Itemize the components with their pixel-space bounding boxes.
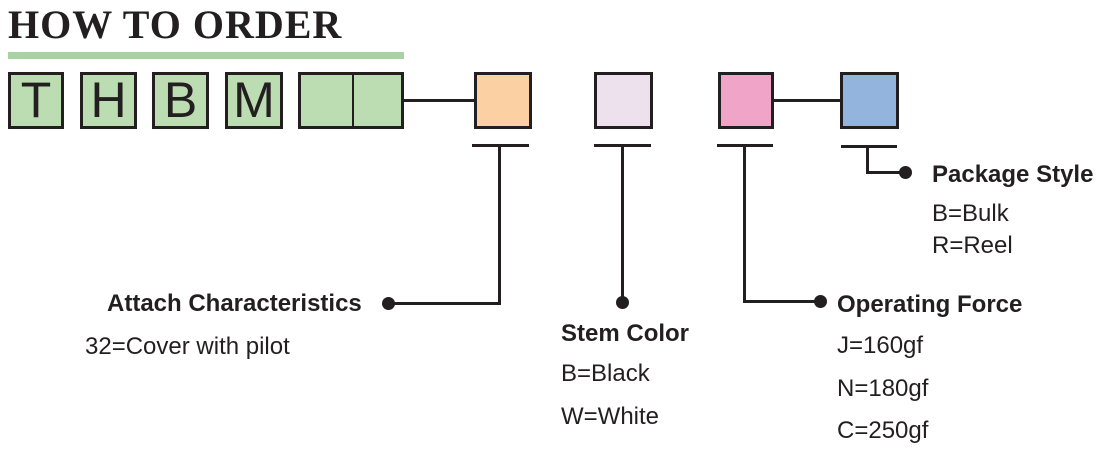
connector-attach-to-orange <box>404 99 474 102</box>
stem-bullet <box>616 296 629 309</box>
code-box-series-4: M <box>225 72 283 129</box>
connector-force-to-package <box>774 99 840 102</box>
code-letter: M <box>233 71 275 128</box>
code-box-series-2: H <box>80 72 137 129</box>
package-elbow-line <box>866 171 904 174</box>
attach-stem-line <box>498 144 501 305</box>
attach-characteristics-option: 32=Cover with pilot <box>85 333 290 360</box>
attach-characteristics-label: Attach Characteristics <box>107 290 362 317</box>
code-letter: H <box>90 71 127 128</box>
force-bullet <box>814 295 827 308</box>
code-box-attach-characteristics <box>474 72 532 129</box>
attach-bullet <box>382 297 395 310</box>
operating-force-option-j: J=160gf <box>837 332 924 359</box>
operating-force-option-n: N=180gf <box>837 375 929 402</box>
code-box-package-style <box>840 72 899 129</box>
code-box-operating-force <box>718 72 774 129</box>
code-box-stem-color <box>594 72 653 129</box>
code-letter: T <box>20 71 52 128</box>
package-tbar <box>841 145 897 148</box>
page-title: HOW TO ORDER <box>8 2 343 47</box>
stem-color-label: Stem Color <box>561 320 690 347</box>
package-bullet <box>899 166 912 179</box>
code-box-attach-blank <box>298 72 404 129</box>
stem-color-option-white: W=White <box>561 403 660 430</box>
force-elbow-line <box>743 300 819 303</box>
attach-elbow-line <box>389 302 501 305</box>
package-style-option-reel: R=Reel <box>932 232 1013 259</box>
operating-force-label: Operating Force <box>837 291 1023 318</box>
box-divider <box>352 75 354 126</box>
force-stem-line <box>743 144 746 303</box>
stem-stem-line <box>621 144 624 299</box>
package-style-option-bulk: B=Bulk <box>932 200 1009 227</box>
package-stem-line <box>866 145 869 174</box>
code-letter: B <box>163 71 198 128</box>
code-box-series-3: B <box>152 72 209 129</box>
stem-color-option-black: B=Black <box>561 360 650 387</box>
operating-force-option-c: C=250gf <box>837 417 929 444</box>
title-underline <box>8 52 404 59</box>
package-style-label: Package Style <box>932 161 1094 188</box>
code-box-series-1: T <box>8 72 64 129</box>
